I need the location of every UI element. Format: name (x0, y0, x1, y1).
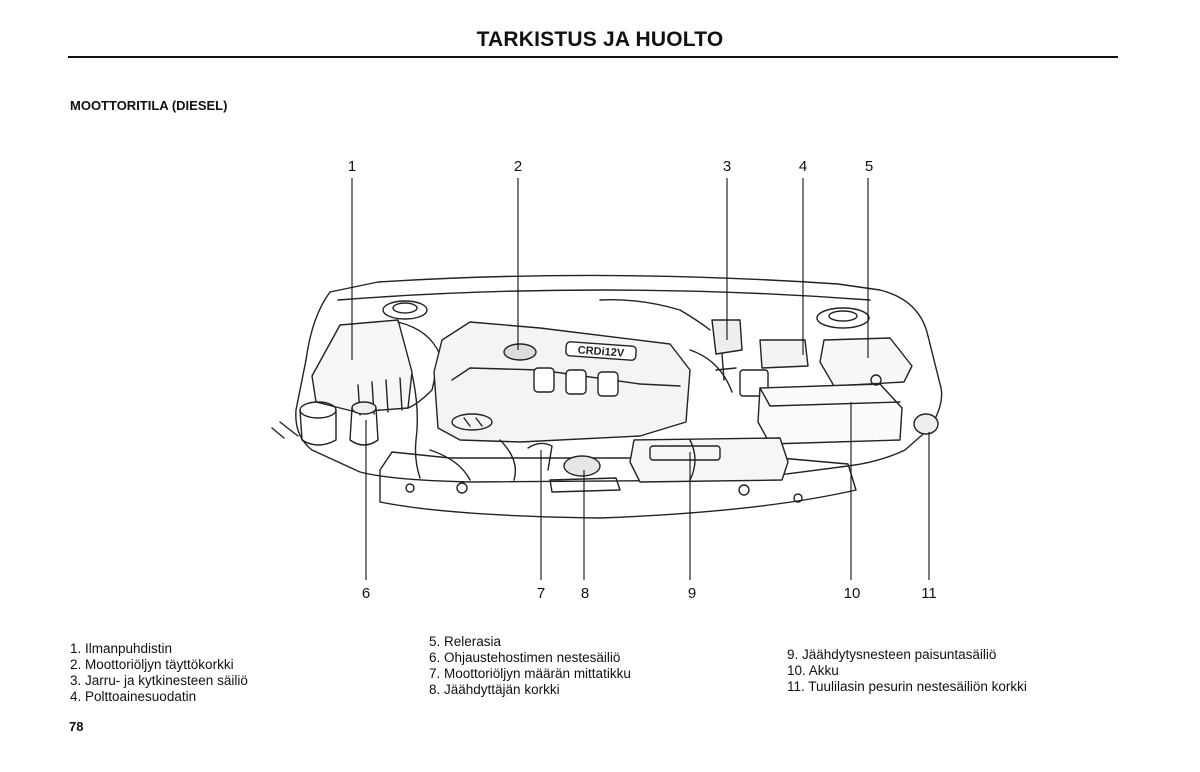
legend-item: 5. Relerasia (429, 634, 502, 649)
legend-item: 6. Ohjaustehostimen nestesäiliö (429, 650, 621, 665)
callout-9: 9 (688, 585, 696, 602)
legend-item: 3. Jarru- ja kytkinesteen säiliö (70, 673, 248, 688)
page-header-title: TARKISTUS JA HUOLTO (476, 28, 724, 51)
legend-item: 1. Ilmanpuhdistin (70, 641, 173, 656)
hood-inner-line (337, 289, 871, 301)
legend-column-3: 9. Jäähdytysnesteen paisuntasäiliö 10. A… (787, 647, 1027, 695)
engine-badge-plate (565, 341, 637, 361)
callout-7: 7 (537, 585, 545, 602)
callout-10: 10 (844, 585, 861, 602)
engine-badge-text: CRDi12V (577, 344, 625, 359)
radiator-cap (563, 455, 601, 477)
fuel-filter (759, 339, 809, 369)
legend-item: 9. Jäähdytysnesteen paisuntasäiliö (787, 647, 997, 662)
legend-item: 11. Tuulilasin pesurin nestesäiliön kork… (787, 679, 1027, 694)
callout-4: 4 (799, 158, 807, 175)
callout-2: 2 (514, 158, 522, 175)
legend-item: 7. Moottoriöljyn määrän mittatikku (429, 666, 631, 681)
oil-filler-cap (503, 343, 537, 361)
legend-item: 4. Polttoainesuodatin (70, 689, 197, 704)
callout-8: 8 (581, 585, 589, 602)
oil-dipstick (527, 442, 553, 471)
header-divider (68, 56, 1118, 58)
hood-outline (295, 274, 943, 483)
air-cleaner-box (311, 319, 413, 413)
brand-logo (451, 413, 493, 431)
legend-column-1: 1. Ilmanpuhdistin 2. Moottoriöljyn täytt… (70, 641, 248, 705)
legend-column-2: 5. Relerasia 6. Ohjaustehostimen nestesä… (429, 634, 631, 698)
battery (757, 383, 903, 445)
callout-6: 6 (362, 585, 370, 602)
callout-3: 3 (723, 158, 731, 175)
callout-11: 11 (921, 585, 937, 602)
legend-item: 2. Moottoriöljyn täyttökorkki (70, 657, 234, 672)
relay-box (819, 337, 913, 387)
section-title: MOOTTORITILA (DIESEL) (70, 98, 228, 113)
callout-1: 1 (348, 158, 356, 175)
washer-reservoir-cap (913, 413, 939, 435)
right-strut-tower (816, 307, 870, 329)
engine-bay-diagram: CRDi12V (271, 158, 943, 602)
page-number: 78 (69, 719, 84, 734)
callout-5: 5 (865, 158, 873, 175)
engine-cover (433, 321, 691, 443)
radiator-support (379, 451, 857, 519)
ps-reservoir-cap (351, 401, 377, 415)
left-strut-tower (382, 300, 428, 320)
legend-item: 10. Akku (787, 663, 839, 678)
legend-item: 8. Jäähdyttäjän korkki (429, 682, 560, 697)
